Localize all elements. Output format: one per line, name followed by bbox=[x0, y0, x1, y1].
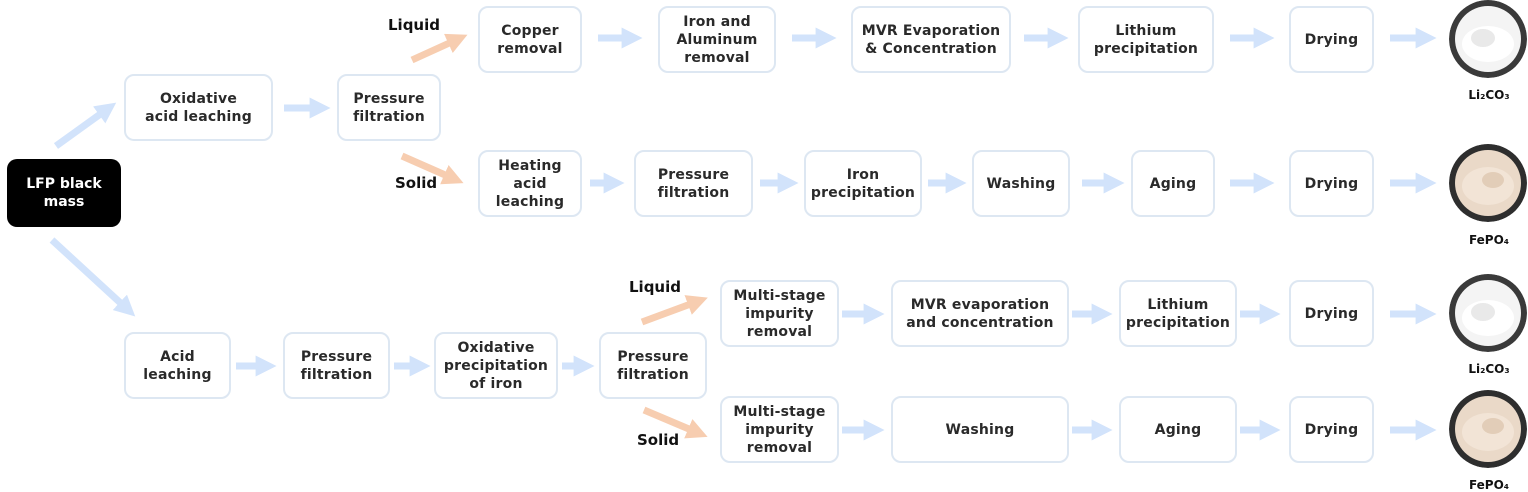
step-aging-1: Aging bbox=[1131, 150, 1215, 217]
white-powder-icon bbox=[1449, 274, 1527, 352]
arrow-solid-bottom bbox=[642, 406, 708, 439]
step-mvr-evaporation-1: MVR Evaporation & Concentration bbox=[851, 6, 1011, 73]
arrow-start-to-oxidative bbox=[53, 102, 117, 149]
label-liquid-top: Liquid bbox=[388, 16, 440, 34]
white-powder-icon bbox=[1449, 0, 1527, 78]
step-lithium-precipitation-2: Lithium precipitation bbox=[1119, 280, 1237, 347]
step-pressure-filtration-1: Pressure filtration bbox=[337, 74, 441, 141]
label-solid-top: Solid bbox=[395, 174, 438, 192]
step-iron-precipitation: Iron precipitation bbox=[804, 150, 922, 217]
product-label-fepo4-2: FePO₄ bbox=[1468, 478, 1510, 492]
step-drying-1: Drying bbox=[1289, 6, 1374, 73]
product-label-li2co3-1: Li₂CO₃ bbox=[1468, 88, 1510, 102]
label-liquid-bottom: Liquid bbox=[629, 278, 681, 296]
arrow-liquid-bottom bbox=[640, 295, 708, 326]
product-label-fepo4-1: FePO₄ bbox=[1468, 233, 1510, 247]
step-drying-2: Drying bbox=[1289, 150, 1374, 217]
label-solid-bottom: Solid bbox=[637, 431, 680, 449]
step-pressure-filtration-4: Pressure filtration bbox=[599, 332, 707, 399]
beige-powder-icon bbox=[1449, 144, 1527, 222]
step-oxidative-acid-leaching: Oxidative acid leaching bbox=[124, 74, 273, 141]
arrow-solid-top bbox=[400, 152, 464, 185]
arrow-liquid-top bbox=[410, 33, 468, 64]
step-washing-1: Washing bbox=[972, 150, 1070, 217]
step-drying-3: Drying bbox=[1289, 280, 1374, 347]
step-pressure-filtration-3: Pressure filtration bbox=[283, 332, 390, 399]
step-lithium-precipitation-1: Lithium precipitation bbox=[1078, 6, 1214, 73]
step-copper-removal: Copper removal bbox=[478, 6, 582, 73]
step-oxidative-precipitation-iron: Oxidative precipitation of iron bbox=[434, 332, 558, 399]
beige-powder-icon bbox=[1449, 390, 1527, 468]
step-pressure-filtration-2: Pressure filtration bbox=[634, 150, 753, 217]
step-washing-2: Washing bbox=[891, 396, 1069, 463]
step-iron-aluminum-removal: Iron and Aluminum removal bbox=[658, 6, 776, 73]
step-acid-leaching: Acid leaching bbox=[124, 332, 231, 399]
arrow-start-to-acid bbox=[49, 237, 136, 317]
product-label-li2co3-2: Li₂CO₃ bbox=[1468, 362, 1510, 376]
step-multi-stage-impurity-removal-2: Multi-stage impurity removal bbox=[720, 396, 839, 463]
step-drying-4: Drying bbox=[1289, 396, 1374, 463]
step-heating-acid-leaching: Heating acid leaching bbox=[478, 150, 582, 217]
step-aging-2: Aging bbox=[1119, 396, 1237, 463]
step-multi-stage-impurity-removal-1: Multi-stage impurity removal bbox=[720, 280, 839, 347]
step-mvr-evaporation-2: MVR evaporation and concentration bbox=[891, 280, 1069, 347]
start-node-lfp-black-mass: LFP black mass bbox=[7, 159, 121, 227]
